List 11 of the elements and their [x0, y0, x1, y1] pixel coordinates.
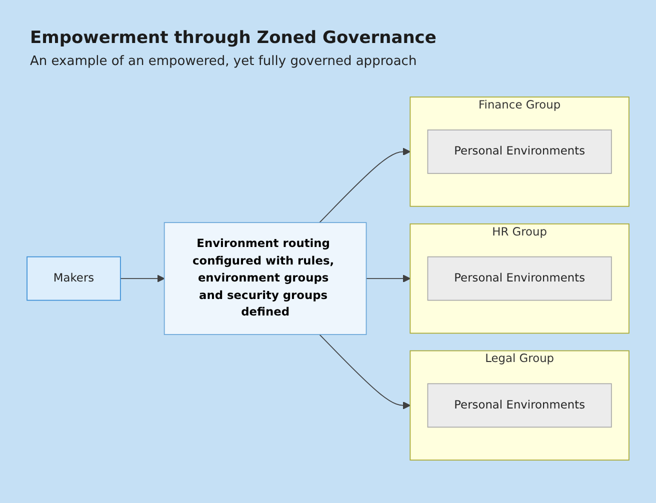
node-box: Personal Environments — [427, 130, 612, 174]
node-box: Personal Environments — [427, 384, 612, 428]
diagram-title: Empowerment through Zoned Governance — [30, 28, 436, 48]
node-box: Makers — [26, 256, 121, 302]
node-box: Environment routing configured with rules, environment groups and security groups defined — [164, 222, 367, 336]
subtitle: An example of an empowered, yet fully governed approach — [30, 54, 417, 69]
arrow — [366, 275, 411, 283]
arrow — [319, 334, 411, 410]
node-box: Personal Environments — [427, 256, 612, 302]
arrow — [319, 148, 411, 224]
arrow — [120, 275, 165, 283]
